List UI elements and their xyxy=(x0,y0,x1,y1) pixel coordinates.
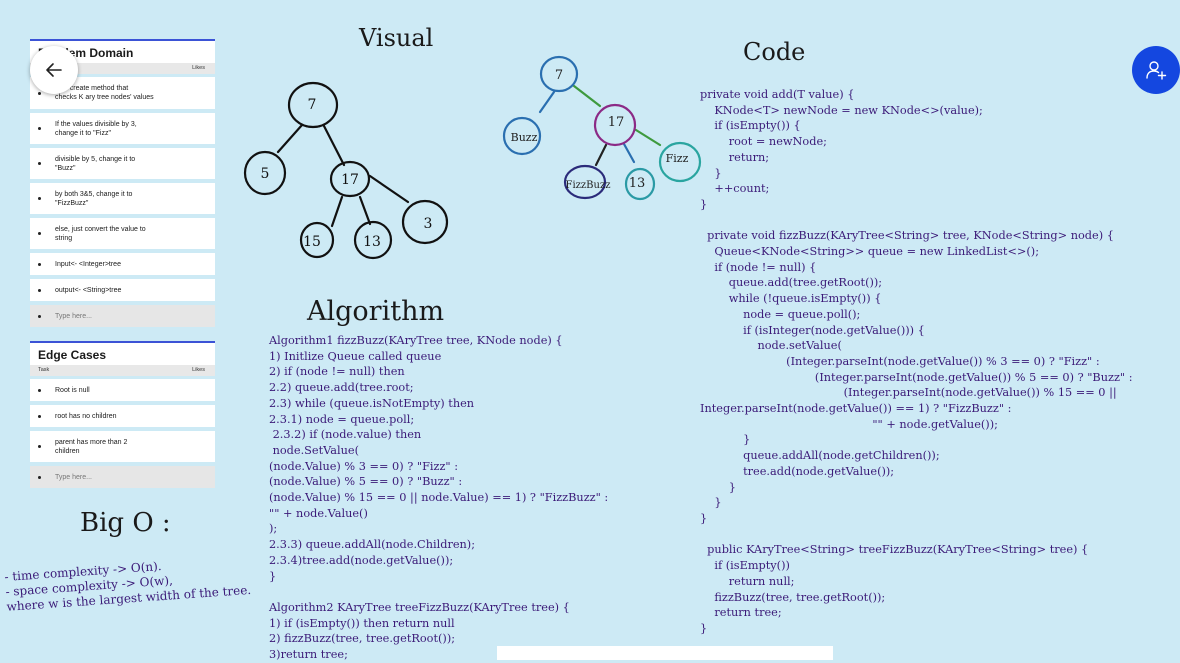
tree-node-circle xyxy=(329,160,371,198)
bullet-icon xyxy=(38,232,41,235)
tree-node-circle xyxy=(353,220,393,260)
input-tree-diagram: 7 5 17 3 15 13 xyxy=(243,81,449,260)
tree-node-circle xyxy=(287,81,339,129)
bullet-icon xyxy=(38,162,41,165)
tree-node-label: 13 xyxy=(363,234,381,250)
code-heading: Code xyxy=(743,38,806,66)
algorithm-text: Algorithm1 fizzBuzz(KAryTree tree, KNode… xyxy=(269,334,609,662)
tree-edge xyxy=(538,90,556,114)
arrow-left-icon xyxy=(46,63,62,77)
bullet-icon xyxy=(38,475,41,479)
list-item[interactable]: divisible by 5, change it to "Buzz" xyxy=(30,148,215,179)
bullet-icon xyxy=(38,388,41,392)
tree-node-label: 5 xyxy=(261,166,270,182)
list-item[interactable]: root has no children xyxy=(30,405,215,427)
bullet-icon xyxy=(38,445,41,448)
bullet-icon xyxy=(38,127,41,130)
big-o-heading: Big O : xyxy=(80,508,171,538)
bullet-icon xyxy=(38,414,41,418)
tree-node-circle xyxy=(539,55,579,93)
tree-node-circle xyxy=(624,167,656,201)
add-collaborator-button[interactable] xyxy=(1132,46,1180,94)
task-column-label: Task xyxy=(38,367,50,373)
list-item[interactable]: If the values divisible by 3, change it … xyxy=(30,113,215,144)
tree-edge xyxy=(594,143,608,167)
likes-column-label: Likes xyxy=(192,367,205,373)
tree-node-circle xyxy=(593,103,637,147)
tree-node-label: 7 xyxy=(555,68,563,83)
tree-node-circle xyxy=(243,150,287,196)
edge-cases-title: Edge Cases xyxy=(30,341,215,365)
bullet-icon xyxy=(38,262,41,266)
problem-domain-panel: Problem Domain Likes is to create method… xyxy=(30,39,215,327)
tree-edge xyxy=(330,195,344,228)
code-text: private void add(T value) { KNode<T> new… xyxy=(700,88,1133,635)
problem-domain-column-header: Likes xyxy=(30,63,215,74)
add-item-input[interactable]: Type here... xyxy=(30,466,215,488)
bullet-icon xyxy=(38,314,41,318)
tree-node-label: Fizz xyxy=(666,152,689,165)
tree-edge xyxy=(322,124,346,167)
tree-node-label: 3 xyxy=(424,216,433,232)
tree-node-circle xyxy=(299,221,335,259)
visual-heading: Visual xyxy=(359,24,434,52)
tree-node-label: FizzBuzz xyxy=(566,180,611,191)
tree-edge xyxy=(622,142,636,164)
tree-node-label: 15 xyxy=(303,234,321,250)
tree-node-label: Buzz xyxy=(511,131,538,144)
tree-edge xyxy=(276,123,304,154)
edge-cases-panel: Edge Cases Task Likes Root is null root … xyxy=(30,341,215,488)
add-item-input[interactable]: Type here... xyxy=(30,305,215,327)
tree-node-circle xyxy=(502,116,542,156)
list-item[interactable]: Root is null xyxy=(30,379,215,401)
list-item[interactable]: parent has more than 2 children xyxy=(30,431,215,462)
big-o-notes: - time complexity -> O(n). - space compl… xyxy=(4,553,252,615)
tree-edge xyxy=(572,84,602,108)
bullet-icon xyxy=(38,91,41,95)
list-item[interactable]: output<- <String>tree xyxy=(30,279,215,301)
tree-node-label: 17 xyxy=(608,115,625,130)
tree-node-circle xyxy=(563,164,607,200)
bottom-toolbar[interactable] xyxy=(497,646,833,660)
tree-node-label: 7 xyxy=(308,97,317,113)
tree-edge xyxy=(358,195,372,226)
tree-edge xyxy=(368,174,410,204)
edge-cases-column-header: Task Likes xyxy=(30,365,215,376)
bullet-icon xyxy=(38,197,41,200)
list-item[interactable]: Input<- <Integer>tree xyxy=(30,253,215,275)
tree-node-circle xyxy=(401,199,449,245)
tree-node-label: 13 xyxy=(629,176,646,191)
algorithm-heading: Algorithm xyxy=(307,296,445,327)
tree-node-label: 17 xyxy=(341,172,359,188)
tree-edge xyxy=(634,128,662,147)
likes-column-label: Likes xyxy=(192,65,205,71)
bullet-icon xyxy=(38,288,41,292)
list-item[interactable]: by both 3&5, change it to "FizzBuzz" xyxy=(30,183,215,214)
tree-node-circle xyxy=(658,141,702,183)
list-item[interactable]: else, just convert the value to string xyxy=(30,218,215,249)
add-person-icon xyxy=(1146,61,1167,80)
fizzbuzz-tree-diagram: 7 Buzz 17 Fizz FizzBuzz 13 xyxy=(502,55,702,201)
back-button[interactable] xyxy=(30,46,78,94)
